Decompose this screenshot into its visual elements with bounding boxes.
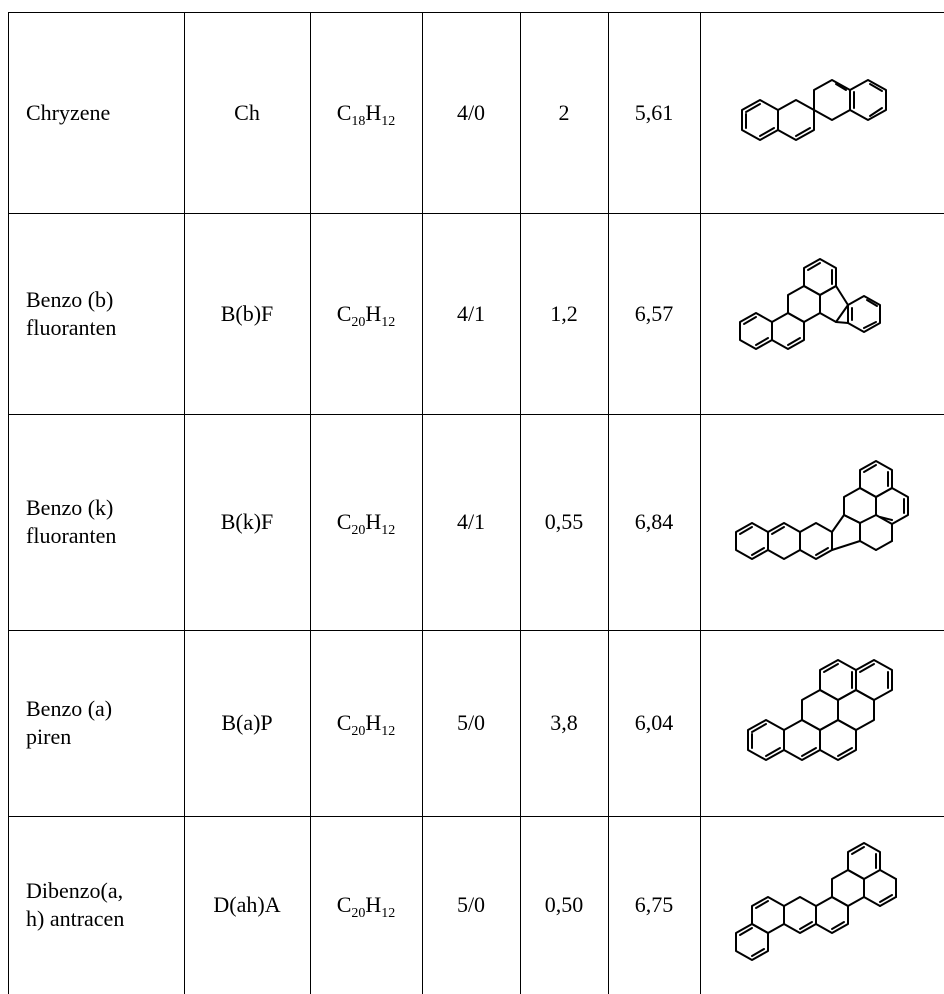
value-2: 6,04 [634, 710, 674, 735]
molecular-formula: C18H12 [336, 99, 396, 129]
compound-abbreviation: B(b)F [220, 300, 274, 326]
ring-count: 4/1 [456, 300, 486, 326]
column-border [700, 12, 701, 994]
row-border [8, 630, 944, 631]
column-border [520, 12, 521, 994]
value-2: 6,57 [634, 300, 674, 326]
molecular-formula: C20H12 [336, 710, 396, 739]
dibenzo-ah-anthracene-structure [722, 826, 922, 976]
value-2: 6,75 [634, 892, 674, 917]
compound-abbreviation: B(a)P [221, 710, 273, 735]
ring-count: 5/0 [456, 710, 486, 735]
row-border [8, 12, 944, 13]
molecular-formula: C20H12 [336, 509, 396, 538]
value-1: 0,50 [544, 892, 584, 917]
compound-name: Benzo (b)fluoranten [26, 286, 117, 340]
molecular-formula: C20H12 [336, 300, 396, 330]
value-1: 0,55 [544, 509, 584, 534]
compound-abbreviation: Ch [234, 99, 260, 125]
value-1: 1,2 [550, 300, 578, 326]
column-border [310, 12, 311, 994]
row-border [8, 414, 944, 415]
column-border [8, 12, 9, 994]
compound-name: Benzo (k)fluoranten [26, 495, 117, 548]
benzo-k-fluoranthene-structure [728, 455, 938, 585]
value-2: 5,61 [634, 99, 674, 125]
compound-name: Chryzene [26, 99, 111, 125]
chrysene-structure [730, 60, 920, 170]
ring-count: 5/0 [456, 892, 486, 917]
compound-abbreviation: B(k)F [220, 509, 274, 534]
compound-name: Dibenzo(a,h) antracen [26, 878, 125, 931]
compound-abbreviation: D(ah)A [213, 892, 281, 917]
column-border [422, 12, 423, 994]
row-border [8, 213, 944, 214]
ring-count: 4/1 [456, 509, 486, 534]
benzo-a-pyrene-structure [740, 650, 920, 795]
compound-name: Benzo (a)piren [26, 696, 113, 749]
ring-count: 4/0 [456, 99, 486, 125]
value-2: 6,84 [634, 509, 674, 534]
column-border [608, 12, 609, 994]
benzo-b-fluoranthene-structure [730, 250, 930, 380]
column-border [184, 12, 185, 994]
value-1: 2 [558, 99, 570, 125]
row-border [8, 816, 944, 817]
molecular-formula: C20H12 [336, 892, 396, 921]
value-1: 3,8 [550, 710, 578, 735]
